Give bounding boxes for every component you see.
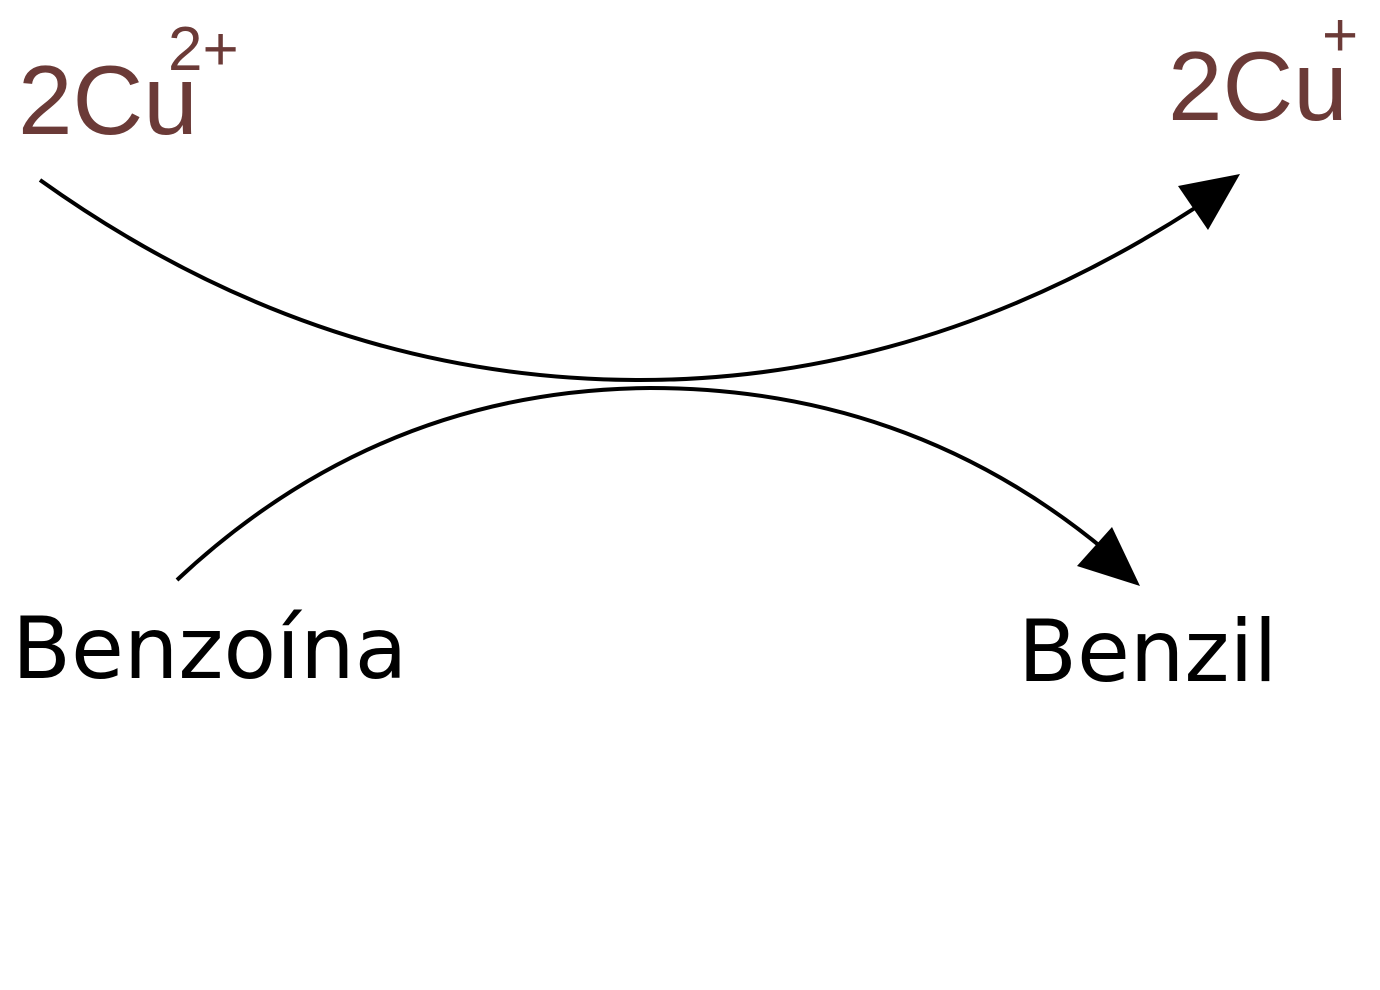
- reactant-copper-base: 2Cu: [18, 45, 198, 155]
- product-organic-label: Benzil: [1018, 602, 1277, 702]
- product-copper-label: 2Cu: [1168, 31, 1348, 141]
- organic-oxidation-arrow-path: [175, 385, 1108, 582]
- reactant-copper-charge: 2+: [168, 15, 239, 84]
- product-copper-charge: +: [1322, 1, 1358, 70]
- organic-oxidation-arrowhead: [1077, 527, 1140, 586]
- copper-reduction-arrow-path: [38, 178, 1200, 383]
- reactant-copper-label: 2Cu: [18, 45, 198, 155]
- product-copper-base: 2Cu: [1168, 31, 1348, 141]
- reactant-organic-label: Benzoína: [12, 599, 407, 699]
- copper-reduction-arrowhead: [1178, 174, 1240, 230]
